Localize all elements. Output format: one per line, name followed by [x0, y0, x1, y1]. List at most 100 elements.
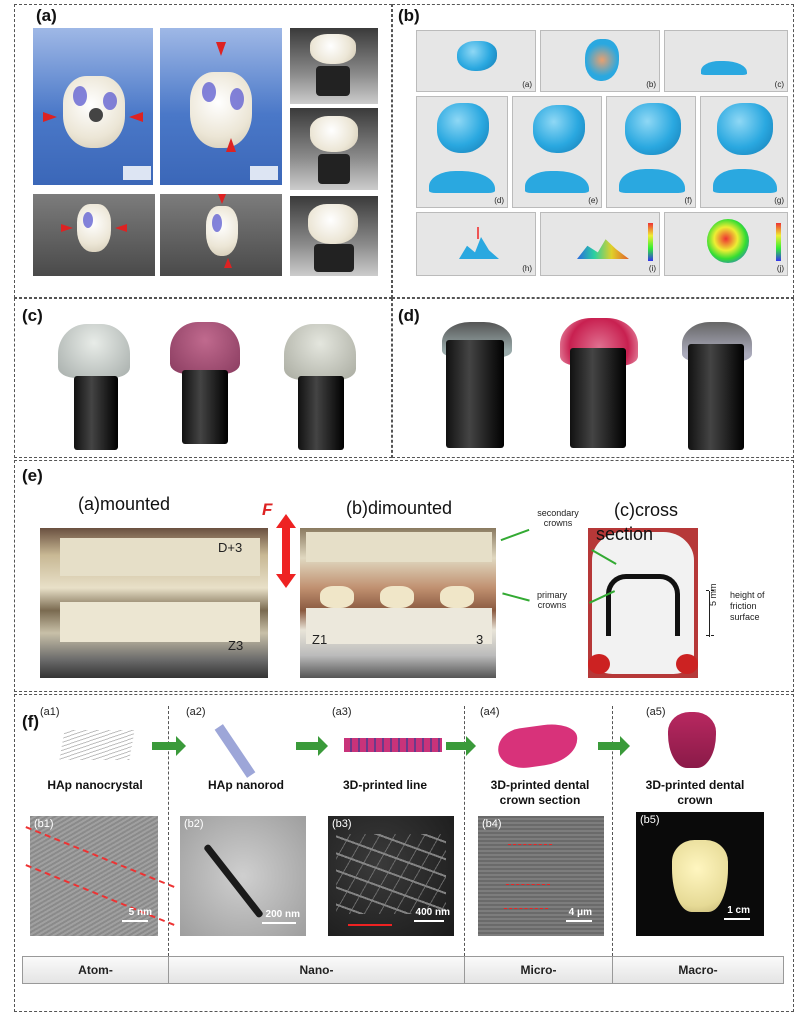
- b-sub-label: (i): [648, 264, 656, 273]
- c-sample-2: [170, 320, 240, 446]
- f-b5-scalebar: [724, 918, 750, 920]
- f-b3-fibers: [336, 834, 446, 914]
- b-scan-i: (i): [540, 212, 660, 276]
- f-b3-label: (b3): [332, 818, 352, 830]
- a-top-marker: [218, 194, 226, 204]
- f-b2-scale: 200 nm: [265, 909, 300, 920]
- a-bottom-marker: [226, 138, 236, 152]
- e-dimounted-photo: Z1 3: [300, 528, 496, 678]
- a-right-marker: [115, 224, 127, 232]
- a-crown-model: [77, 204, 111, 252]
- f-divider: [168, 706, 169, 956]
- a-contact-blob: [73, 86, 87, 106]
- a-photo-2: [290, 108, 378, 190]
- b-scan-b: (b): [540, 30, 660, 92]
- c-abutment: [182, 370, 228, 444]
- a-top-marker: [216, 42, 226, 56]
- d-abutment: [446, 340, 504, 448]
- a-center-hole: [89, 108, 103, 122]
- panel-a-label: (a): [36, 6, 57, 25]
- a-left-marker: [61, 224, 73, 232]
- e-primary-label: primary crowns: [528, 590, 576, 610]
- b-sub-label: (j): [776, 264, 784, 273]
- e-force-arrow-up: [276, 514, 296, 528]
- panel-f-border: [14, 694, 794, 1012]
- a-contact-blob: [230, 88, 244, 110]
- e-mm-label: 5 mm: [708, 583, 718, 607]
- b-crown-model: [457, 41, 497, 71]
- c-abutment: [298, 376, 344, 450]
- f-a4-label: (a4): [480, 706, 500, 718]
- f-printed-line-icon: [344, 738, 442, 752]
- f-b3-scalebar: [414, 920, 444, 922]
- b-sub-label: (f): [684, 196, 692, 205]
- panel-c-border: [14, 298, 392, 458]
- e-secondary-label: secondary crowns: [528, 508, 588, 528]
- panel-e-border: [14, 460, 794, 692]
- f-b4-scale: 4 μm: [568, 907, 592, 918]
- f-green-arrow: [598, 742, 620, 750]
- b-sub-label: (h): [522, 264, 532, 273]
- e-height-bracket: [706, 590, 714, 637]
- b-color-scale: [648, 223, 653, 261]
- f-scale-bar: Atom- Nano- Micro- Macro-: [22, 956, 784, 984]
- a-toolbar: [250, 166, 278, 180]
- f-caption-5: 3D-printed dental crown: [645, 778, 745, 807]
- b-scan-c: (c): [664, 30, 788, 92]
- panel-c-label: (c): [22, 306, 43, 325]
- a-photo-3: [290, 196, 378, 276]
- f-divider: [464, 706, 465, 956]
- b-scan-h: (h): [416, 212, 536, 276]
- a-crown-model: [206, 206, 238, 256]
- f-green-arrow: [296, 742, 318, 750]
- f-green-arrow-head: [620, 736, 630, 756]
- f-b4-arrow: [506, 884, 550, 887]
- c-abutment: [74, 376, 118, 450]
- e-mounted-title: (a)mounted: [78, 494, 171, 514]
- b-profile-peak: [459, 237, 499, 259]
- d-abutment: [688, 344, 744, 450]
- f-b4-arrow: [508, 844, 552, 847]
- f-green-arrow: [152, 742, 176, 750]
- a-photo-1: [290, 28, 378, 104]
- b-sub-label: (e): [588, 196, 598, 205]
- a-cad-view-2: [160, 28, 282, 185]
- f-b2-scalebar: [262, 922, 296, 924]
- a-cad-view-4: [160, 194, 282, 276]
- b-crown-occlusal: [625, 103, 681, 155]
- f-nanorod: [203, 843, 264, 919]
- f-b5-scale: 1 cm: [727, 905, 750, 916]
- e-force-arrow: [276, 514, 296, 588]
- f-green-arrow-head: [176, 736, 186, 756]
- panel-e-label: (e): [22, 466, 43, 485]
- a-photo-base: [316, 66, 350, 96]
- b-scan-g: (g): [700, 96, 788, 208]
- e-tag: Z1: [312, 632, 328, 647]
- f-scale-nano: Nano-: [169, 957, 465, 983]
- f-dental-crown-icon: [668, 712, 716, 768]
- e-cross-red-base: [676, 654, 698, 674]
- b-crown-occlusal: [717, 103, 773, 155]
- f-nanocrystal-icon: [59, 730, 135, 760]
- b-scan-j: (j): [664, 212, 788, 276]
- e-primary-text: primary crowns: [536, 590, 567, 610]
- e-force-arrow-down: [276, 574, 296, 588]
- f-scale-macro: Macro-: [678, 963, 718, 977]
- e-upper-block: [306, 532, 492, 562]
- b-heatmap-occlusal: [707, 219, 749, 263]
- f-b5-crown: [672, 840, 728, 912]
- a-crown-model: [190, 72, 252, 148]
- d-sample-3: [676, 320, 756, 450]
- b-scan-a: (a): [416, 30, 536, 92]
- b-scan-d: (d): [416, 96, 508, 208]
- e-force-label: F: [262, 500, 273, 519]
- f-scale-atom: Atom-: [23, 957, 169, 983]
- b-color-scale: [776, 223, 781, 261]
- f-b5-label: (b5): [640, 814, 660, 826]
- a-contact-blob: [212, 214, 222, 232]
- f-b1-scale: 5 nm: [128, 907, 152, 918]
- f-b1-image: (b1) 5 nm: [25, 816, 175, 936]
- b-crown-profile: [713, 169, 777, 193]
- b-crown-profile: [701, 61, 747, 75]
- f-b1-scalebar: [122, 920, 148, 922]
